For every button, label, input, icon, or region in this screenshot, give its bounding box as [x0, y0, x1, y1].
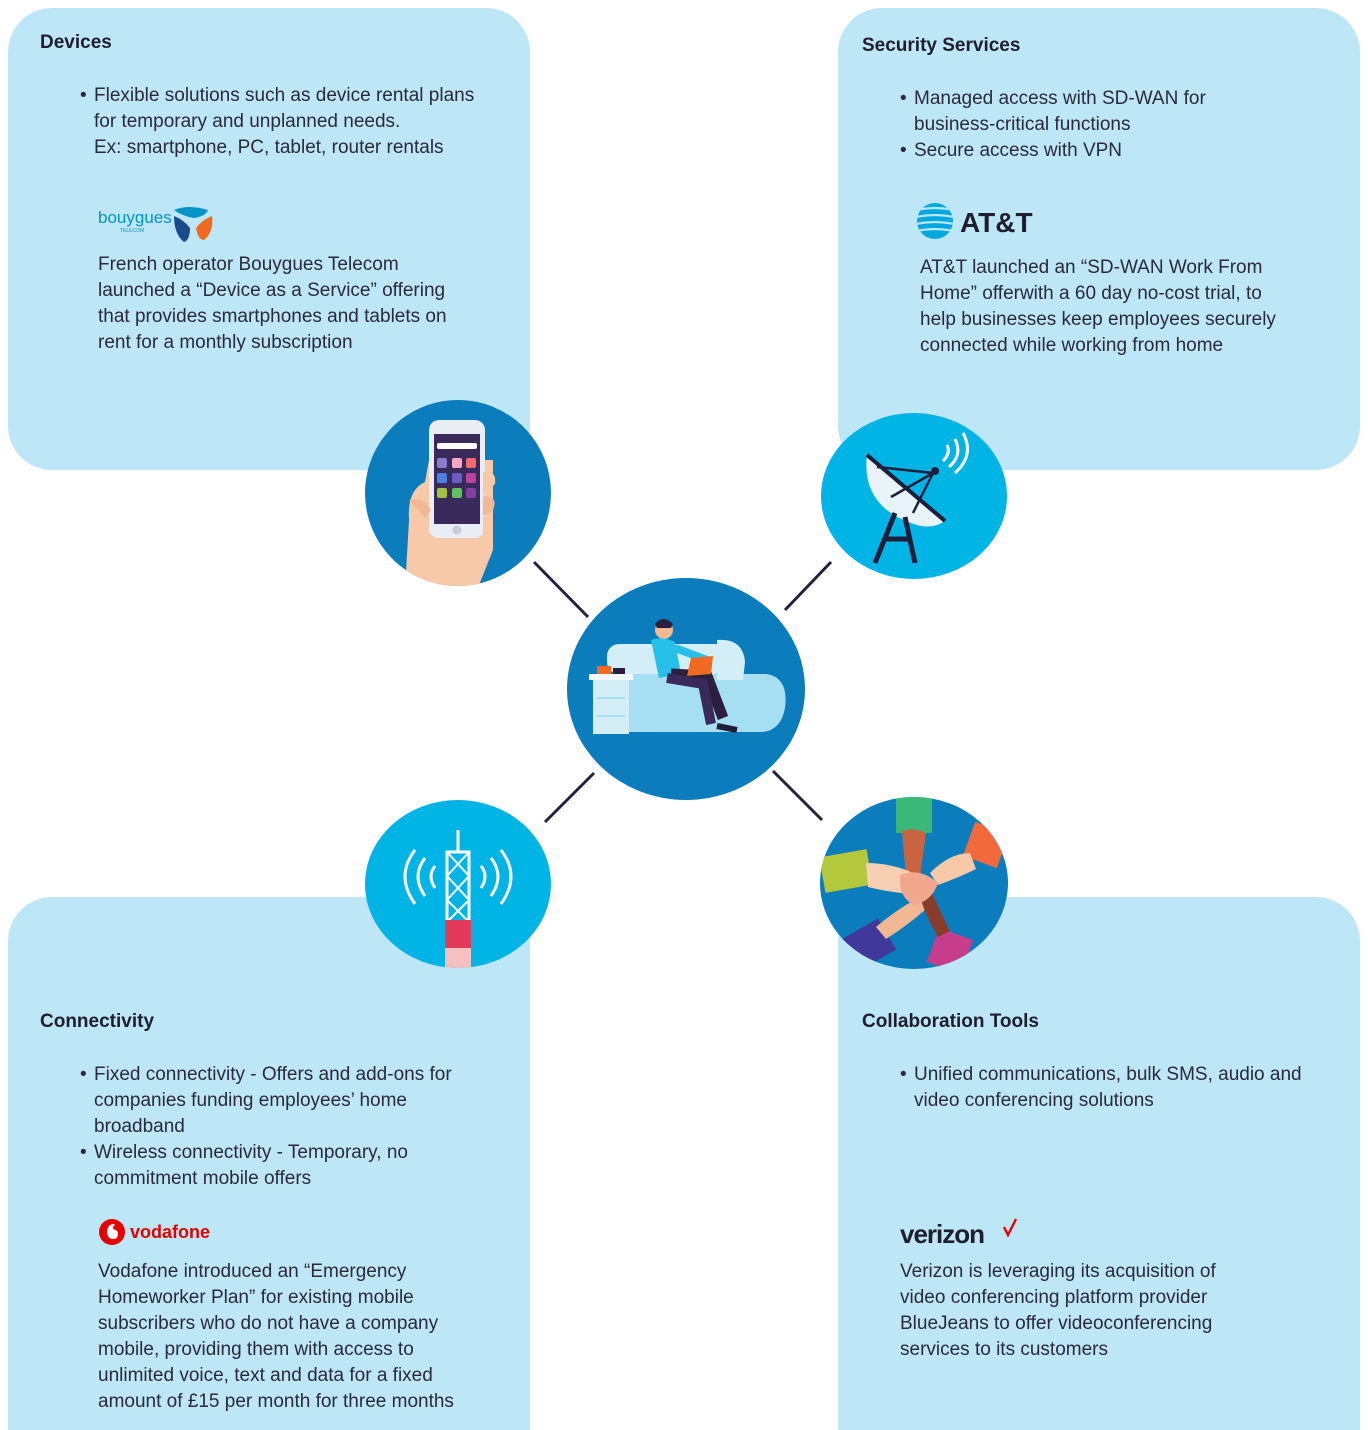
satellite-dish-icon: [821, 413, 1007, 579]
bouygues-logo: bouygues TELECOM: [98, 204, 218, 244]
cell-tower-icon: [365, 800, 551, 968]
collaboration-description: Verizon is leveraging its acquisition of…: [900, 1259, 1216, 1363]
verizon-checkmark-icon: verizon: [900, 1218, 1018, 1249]
security-bullet: Managed access with SD-WAN for business-…: [900, 86, 1206, 138]
desc-line: subscribers who do not have a company: [98, 1313, 439, 1334]
bullet-line: companies funding employees’ home: [94, 1090, 407, 1111]
bullet-line: Wireless connectivity - Temporary, no: [94, 1142, 408, 1163]
vodafone-logo: vodafone: [98, 1217, 228, 1247]
bullet-line: Secure access with VPN: [914, 140, 1123, 161]
desc-line: help businesses keep employees securely: [920, 309, 1276, 330]
desc-line: Homeworker Plan” for existing mobile: [98, 1287, 414, 1308]
connectivity-panel: Connectivity Fixed connectivity - Offers…: [8, 897, 530, 1430]
desc-line: launched a “Device as a Service” offerin…: [98, 280, 446, 301]
desc-line: Home” offerwith a 60 day no-cost trial, …: [920, 283, 1262, 304]
person-on-sofa-with-laptop-icon: [567, 578, 805, 800]
devices-panel: Devices Flexible solutions such as devic…: [8, 8, 530, 470]
security-description: AT&T launched an “SD-WAN Work From Home”…: [920, 255, 1276, 359]
stacked-hands-icon: [820, 797, 1008, 969]
devices-title: Devices: [40, 32, 112, 53]
svg-text:vodafone: vodafone: [130, 1222, 210, 1242]
desc-line: amount of £15 per month for three months: [98, 1391, 454, 1412]
collaboration-panel: Collaboration Tools Unified communicatio…: [838, 897, 1360, 1430]
att-logo: AT&T: [916, 200, 1046, 242]
bullet-line: commitment mobile offers: [94, 1168, 312, 1189]
bullet-line: Ex: smartphone, PC, tablet, router renta…: [94, 137, 444, 158]
desc-line: connected while working from home: [920, 335, 1224, 356]
security-panel: Security Services Managed access with SD…: [838, 8, 1360, 470]
bullet-line: broadband: [94, 1116, 185, 1137]
att-globe-icon: AT&T: [917, 203, 1033, 239]
bullet-line: Managed access with SD-WAN for: [914, 88, 1206, 109]
bullet-line: Fixed connectivity - Offers and add-ons …: [94, 1064, 452, 1085]
bullet-line: for temporary and unplanned needs.: [94, 111, 401, 132]
svg-text:TELECOM: TELECOM: [120, 228, 144, 234]
desc-line: Verizon is leveraging its acquisition of: [900, 1261, 1216, 1282]
connectivity-title: Connectivity: [40, 1011, 155, 1032]
desc-line: mobile, providing them with access to: [98, 1339, 414, 1360]
desc-line: services to its customers: [900, 1339, 1108, 1360]
hand-holding-smartphone-icon: [365, 400, 551, 586]
bouygues-logo-icon: bouygues TELECOM: [98, 207, 213, 242]
connectivity-description: Vodafone introduced an “Emergency Homewo…: [98, 1259, 454, 1415]
desc-line: Vodafone introduced an “Emergency: [98, 1261, 407, 1282]
connectivity-bullets: Fixed connectivity - Offers and add-ons …: [80, 1062, 452, 1192]
bullet-line: business-critical functions: [914, 114, 1131, 135]
devices-bullets: Flexible solutions such as device rental…: [80, 83, 474, 161]
collaboration-title: Collaboration Tools: [862, 1011, 1039, 1032]
svg-text:verizon: verizon: [900, 1219, 984, 1249]
desc-line: unlimited voice, text and data for a fix…: [98, 1365, 433, 1386]
collaboration-bullets: Unified communications, bulk SMS, audio …: [900, 1062, 1302, 1114]
devices-bullet: Flexible solutions such as device rental…: [80, 83, 474, 161]
svg-text:bouygues: bouygues: [98, 208, 172, 227]
collaboration-bullet: Unified communications, bulk SMS, audio …: [900, 1062, 1302, 1114]
verizon-logo: verizon: [900, 1217, 1030, 1249]
bullet-line: Unified communications, bulk SMS, audio …: [914, 1064, 1302, 1085]
devices-description: French operator Bouygues Telecom launche…: [98, 252, 447, 356]
security-bullet: Secure access with VPN: [900, 138, 1206, 164]
desc-line: video conferencing platform provider: [900, 1287, 1208, 1308]
vodafone-speechmark-icon: vodafone: [99, 1219, 210, 1245]
security-title: Security Services: [862, 35, 1021, 56]
desc-line: French operator Bouygues Telecom: [98, 254, 399, 275]
desc-line: that provides smartphones and tablets on: [98, 306, 447, 327]
svg-text:AT&T: AT&T: [960, 207, 1033, 238]
desc-line: BlueJeans to offer videoconferencing: [900, 1313, 1213, 1334]
bullet-line: video conferencing solutions: [914, 1090, 1154, 1111]
bullet-line: Flexible solutions such as device rental…: [94, 85, 475, 106]
connectivity-bullet: Fixed connectivity - Offers and add-ons …: [80, 1062, 452, 1140]
connectivity-bullet: Wireless connectivity - Temporary, no co…: [80, 1140, 452, 1192]
desc-line: rent for a monthly subscription: [98, 332, 353, 353]
desc-line: AT&T launched an “SD-WAN Work From: [920, 257, 1263, 278]
security-bullets: Managed access with SD-WAN for business-…: [900, 86, 1206, 164]
